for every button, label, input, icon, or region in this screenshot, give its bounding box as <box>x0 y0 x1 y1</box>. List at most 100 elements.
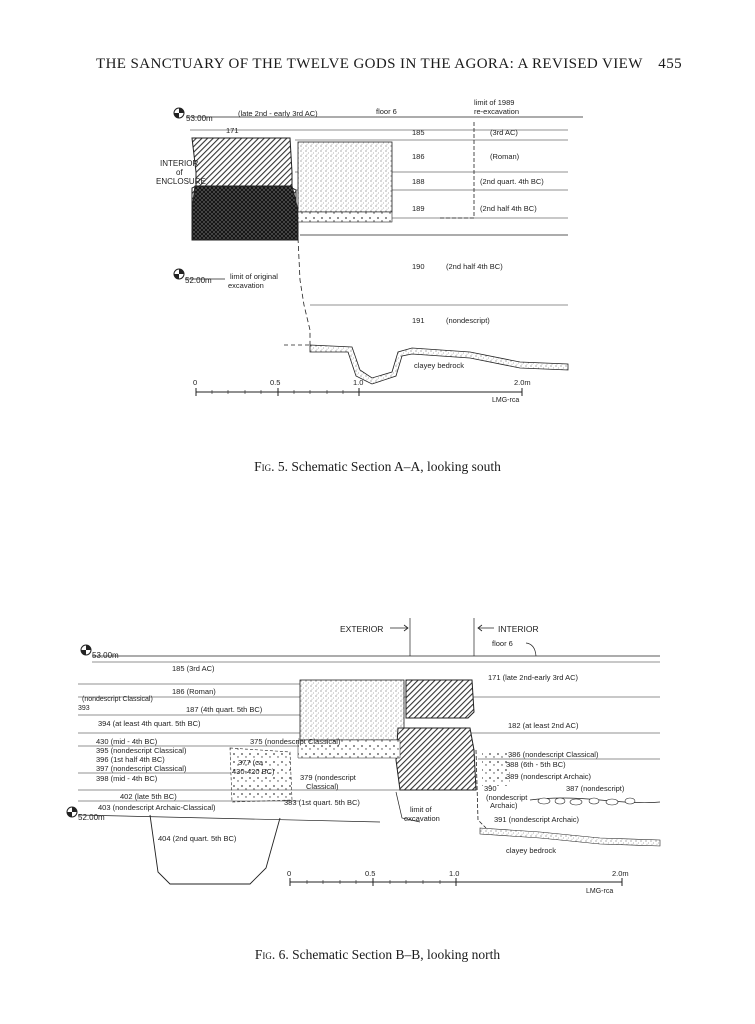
stones <box>537 797 636 806</box>
limit-1989-line <box>440 122 475 219</box>
elevation-top-label: 53.00m <box>186 114 213 123</box>
layer-191-date: (nondescript) <box>446 316 490 325</box>
layer-191-number: 191 <box>412 316 425 325</box>
layer-383-label: 383 (1st quart. 5th BC) <box>284 798 360 807</box>
pit-377 <box>229 747 293 803</box>
layer-171-label: 171 (late 2nd-early 3rd AC) <box>488 673 579 682</box>
layer-387-label: 387 (nondescript) <box>566 784 625 793</box>
layer-390-desc: (nondescript <box>486 793 528 802</box>
scale-label-10: 1.0 <box>449 869 459 878</box>
fill-layer <box>297 739 401 759</box>
arrow-left-icon <box>477 624 494 632</box>
layer-185-date: (3rd AC) <box>490 128 518 137</box>
layer-404-label: 404 (2nd quart. 5th BC) <box>158 834 237 843</box>
layer-394-label: 394 (at least 4th quart. 5th BC) <box>98 719 201 728</box>
floor-pointer <box>525 642 537 657</box>
figure-6-caption-text: Schematic Section B–B, looking north <box>292 947 501 962</box>
scale-label-0: 0 <box>287 869 291 878</box>
layer-402-label: 402 (late 5th BC) <box>120 792 177 801</box>
bedrock-profile <box>309 344 569 385</box>
foundation-block-lower <box>191 185 299 241</box>
figure-6-section-b-b: EXTERIOR INTERIOR floor 6 53.00m 185 (3r… <box>66 618 661 895</box>
layer-188-date: (2nd quart. 4th BC) <box>480 177 544 186</box>
scale-label-0: 0 <box>193 378 197 387</box>
limit-excavation-label-2: excavation <box>404 814 440 823</box>
scale-bar <box>289 878 623 886</box>
datum-marker-icon <box>173 268 185 280</box>
drawing-credit: LMG-rca <box>586 888 613 895</box>
scale-label-20: 2.0m <box>514 378 531 387</box>
limit-1989-label: limit of 1989 <box>474 98 514 107</box>
layer-185-number: 185 <box>412 128 425 137</box>
datum-marker-icon <box>173 107 185 119</box>
drawing-credit: LMG-rca <box>492 397 519 404</box>
layer-379-date: Classical) <box>306 782 339 791</box>
arrow-right-icon <box>390 624 409 632</box>
date-note: (late 2nd - early 3rd AC) <box>238 109 318 118</box>
layer-397-label: 397 (nondescript Classical) <box>96 764 187 773</box>
layer-395-label: 395 (nondescript Classical) <box>96 746 187 755</box>
elevation-low-label: 52.00m <box>78 813 105 822</box>
interior-of-label: of <box>176 168 183 177</box>
datum-marker-icon <box>80 644 92 656</box>
reexcavation-label: re-excavation <box>474 107 519 116</box>
layer-188-number: 188 <box>412 177 425 186</box>
layer-185-label: 185 (3rd AC) <box>172 664 215 673</box>
bedrock-label: clayey bedrock <box>414 361 464 370</box>
nondescript-classical-label: (nondescript Classical) <box>82 696 153 703</box>
figure-5-label: Fig. 5. <box>254 459 288 474</box>
limit-excavation-label: limit of <box>410 805 433 814</box>
scale-label-05: 0.5 <box>270 378 280 387</box>
layer-379-label: 379 (nondescript <box>300 773 357 782</box>
exterior-label: EXTERIOR <box>340 624 383 634</box>
figure-6-caption: Fig. 6. Schematic Section B–B, looking n… <box>0 947 755 963</box>
running-header: THE SANCTUARY OF THE TWELVE GODS IN THE … <box>96 56 682 78</box>
running-title: THE SANCTUARY OF THE TWELVE GODS IN THE … <box>96 56 643 72</box>
layer-189-number: 189 <box>412 204 425 213</box>
elevation-low-label: 52.00m <box>185 276 212 285</box>
layer-391-label: 391 (nondescript Archaic) <box>494 815 580 824</box>
layer-377-date: 430-420 BC) <box>232 767 275 776</box>
layer-396-label: 396 (1st half 4th BC) <box>96 755 165 764</box>
scale-bar <box>195 388 523 396</box>
layer-186-number: 186 <box>412 152 425 161</box>
layer-375-label: 375 (nondescript Classical) <box>250 737 341 746</box>
layer-388-label: 388 (6th - 5th BC) <box>506 760 566 769</box>
layer-430-label: 430 (mid - 4th BC) <box>96 737 158 746</box>
layer-186-label: 186 (Roman) <box>172 687 216 696</box>
layer-398-label: 398 (mid - 4th BC) <box>96 774 158 783</box>
layer-189-date: (2nd half 4th BC) <box>480 204 537 213</box>
layer-393-label: 393 <box>78 705 90 712</box>
stippled-fill <box>297 141 393 213</box>
fill-layer <box>482 752 510 786</box>
figure-6-label: Fig. 6. <box>254 947 289 962</box>
floor-label: floor 6 <box>376 107 397 116</box>
datum-marker-icon <box>66 806 78 818</box>
layer-190-number: 190 <box>412 262 425 271</box>
wall-block-lower <box>395 727 477 791</box>
layer-182-label: 182 (at least 2nd AC) <box>508 721 579 730</box>
interior-label: INTERIOR <box>498 624 539 634</box>
layer-389-label: 389 (nondescript Archaic) <box>506 772 592 781</box>
stippled-fill <box>299 679 405 741</box>
scale-label-10: 1.0 <box>353 378 363 387</box>
scale-label-20: 2.0m <box>612 869 629 878</box>
gravel-fill <box>297 211 393 223</box>
interior-label: INTERIOR <box>160 159 198 168</box>
layer-190-date: (2nd half 4th BC) <box>446 262 503 271</box>
elevation-top-label: 53.00m <box>92 651 119 660</box>
figure-5-caption: Fig. 5. Schematic Section A–A, looking s… <box>0 459 755 475</box>
floor-label: floor 6 <box>492 639 513 648</box>
layer-187-label: 187 (4th quart. 5th BC) <box>186 705 263 714</box>
layer-186-date: (Roman) <box>490 152 520 161</box>
layer-403-label: 403 (nondescript Archaic-Classical) <box>98 803 216 812</box>
layer-377-label: 377 (ca <box>238 758 264 767</box>
figure-5-caption-text: Schematic Section A–A, looking south <box>291 459 501 474</box>
scale-label-05: 0.5 <box>365 869 375 878</box>
limit-excavation-pointer <box>395 791 421 823</box>
layer-390-label: 390 <box>484 784 497 793</box>
layer-171-label: 171 <box>226 126 239 135</box>
pit-404-outline <box>149 814 281 885</box>
bedrock-profile <box>479 827 661 847</box>
